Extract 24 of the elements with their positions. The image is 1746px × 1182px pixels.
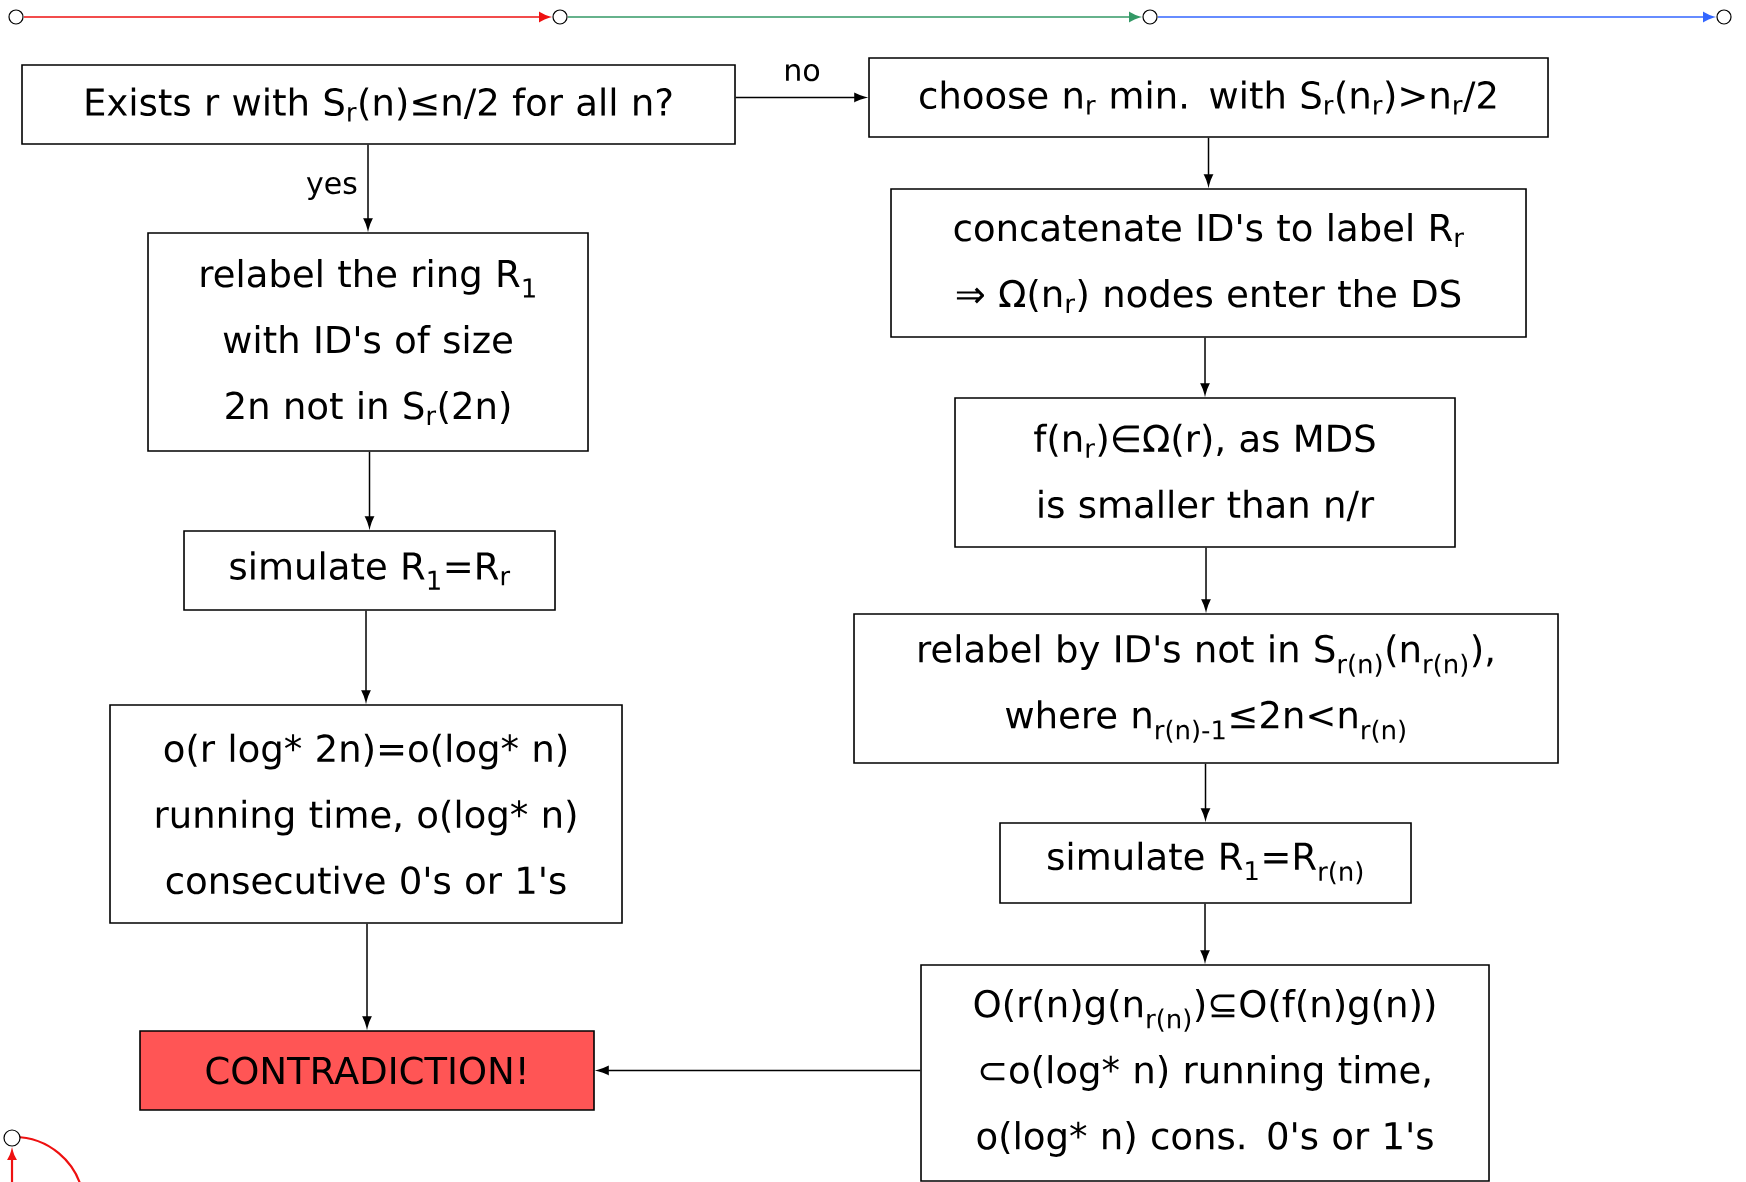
arrow <box>1204 137 1213 186</box>
arrow <box>1200 337 1210 395</box>
arrow <box>1200 903 1210 962</box>
arrow <box>365 451 374 528</box>
arrow <box>597 1066 921 1075</box>
process-box: O(r(n)g(n$_{r(n)}$)⊆O(f(n)g(n)) ⊂o(log* n) running time, o(log* n) cons. 0's or 1's <box>920 964 1490 1182</box>
process-box: relabel the ring R$_{1}$ with ID's of size 2n not in S$_{r}$(2n) <box>147 232 589 452</box>
arrow <box>735 93 866 102</box>
arrow <box>1201 763 1210 820</box>
arrow <box>362 923 372 1028</box>
alert-box: CONTRADICTION! <box>139 1030 595 1111</box>
process-box: f(n$_{r}$)∈Ω(r), as MDS is smaller than n/r <box>954 397 1456 548</box>
process-box: relabel by ID's not in S$_{r(n)}$(n$_{r(n)}$), where n$_{r(n)-1}$≤2n<n$_{r(n)}$ <box>853 613 1559 764</box>
edge-label: no <box>781 62 823 84</box>
process-box: simulate R$_{1}$=R$_{r(n)}$ <box>999 822 1412 904</box>
process-box: concatenate ID's to label R$_{r}$ ⇒ Ω(n$_{r}$) nodes enter the DS <box>890 188 1527 338</box>
process-box: simulate R$_{1}$=R$_{r}$ <box>183 530 556 611</box>
arrow <box>363 144 373 230</box>
process-box: Exists r with S$_{r}$(n)≤n/2 for all n? <box>21 64 736 145</box>
arrow <box>361 610 371 702</box>
edge-label: yes <box>303 174 360 202</box>
arrow <box>1201 547 1211 611</box>
process-box: o(r log* 2n)=o(log* n) running time, o(log* n) consecutive 0's or 1's <box>109 704 623 924</box>
process-box: choose n$_{r}$ min. with S$_{r}$(n$_{r}$)>n$_{r}$/2 <box>868 57 1549 138</box>
